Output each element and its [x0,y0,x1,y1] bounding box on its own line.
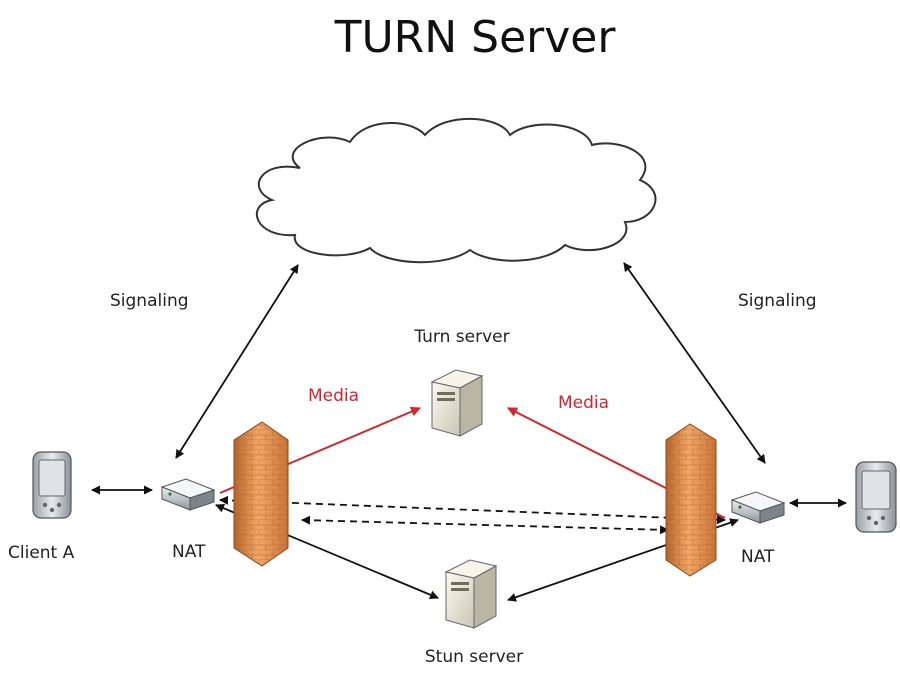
signaling-arrow-left [175,264,299,459]
signaling-arrow-right [623,262,766,464]
internet-cloud [255,117,657,264]
client-a-label: Client A [8,543,75,563]
turn-server-label: Turn server [413,327,509,347]
signaling-label-right: Signaling [738,291,817,311]
media-label-right: Media [558,393,609,413]
firewall-left-icon [233,421,289,567]
nat-label-left: NAT [172,542,206,562]
firewall-right-icon [665,423,717,577]
media-label-left: Media [308,386,359,406]
nat-right-icon [730,491,786,524]
client-b-device-icon [855,461,897,533]
signaling-label-left: Signaling [110,291,189,311]
client-a-device-icon [32,451,72,519]
diagram-title: TURN Server [334,12,617,63]
nat-label-right: NAT [741,547,775,567]
dashed-arrow-lower [301,515,669,535]
stun-server-icon [444,559,498,629]
stun-server-label: Stun server [425,647,523,667]
turn-server-icon [430,369,484,437]
nat-left-icon [160,478,216,511]
dashed-arrow-upper [219,495,726,525]
